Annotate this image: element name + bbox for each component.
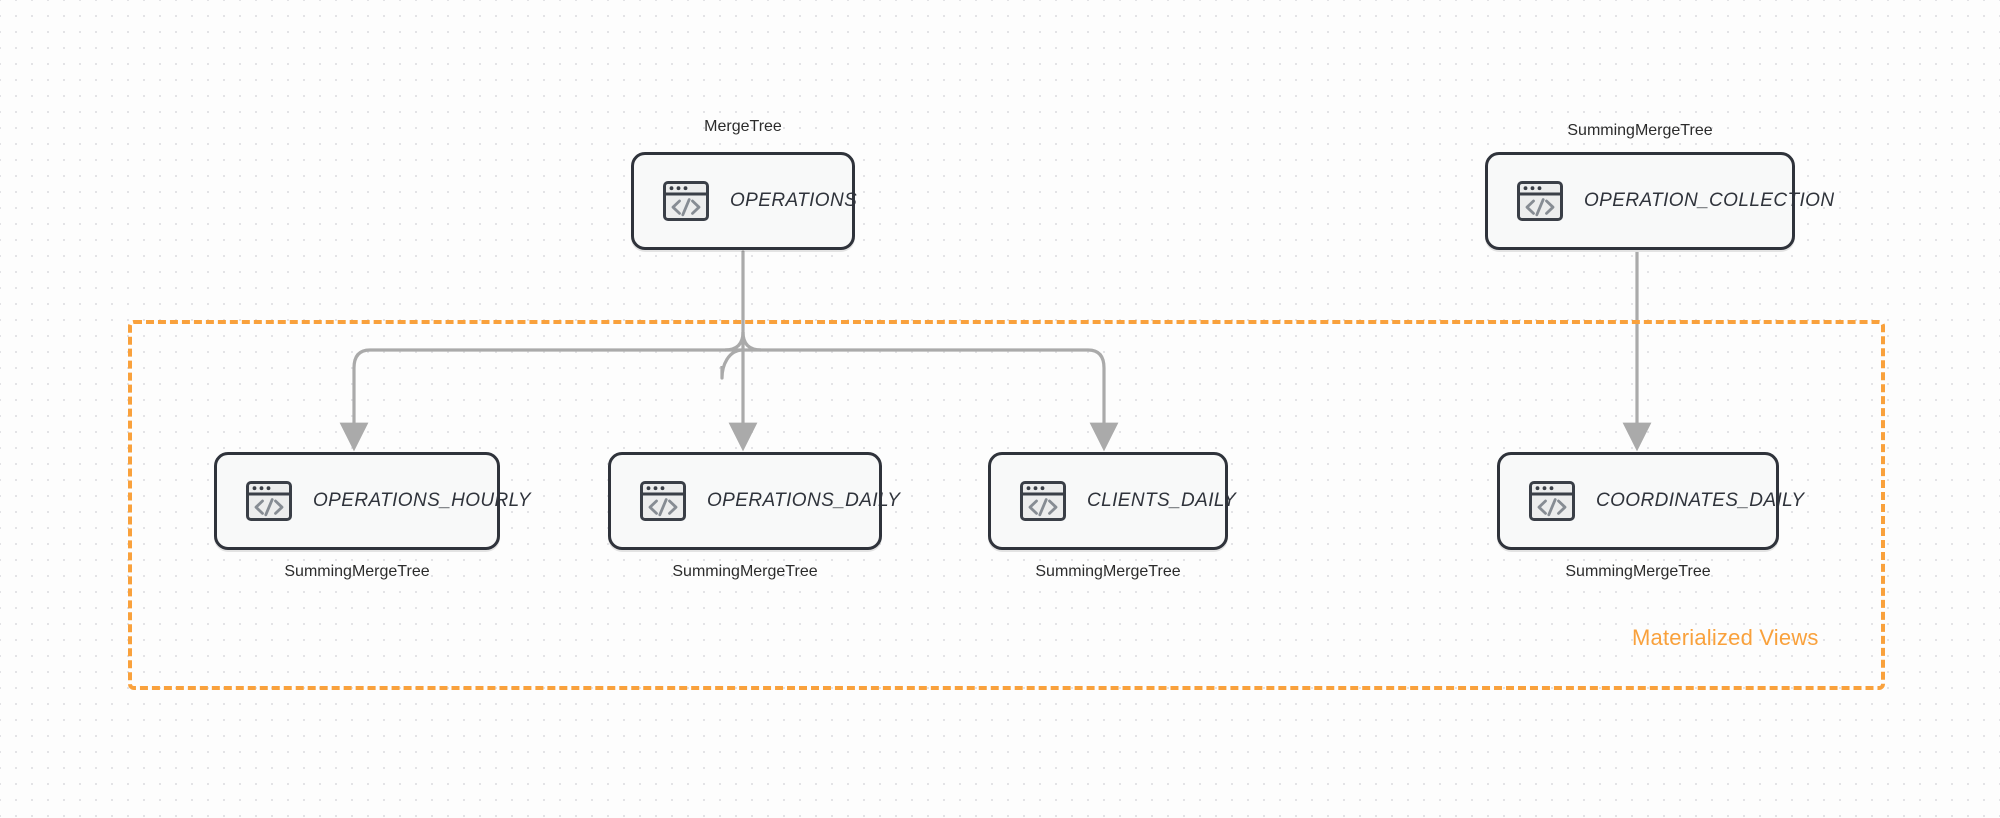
node-caption-operations-daily: SummingMergeTree — [672, 563, 818, 580]
code-window-icon — [1517, 181, 1563, 221]
node-label: OPERATIONS_DAILY — [707, 490, 901, 511]
code-window-icon — [1529, 481, 1575, 521]
node-operation-collection[interactable]: OPERATION_COLLECTION — [1485, 152, 1834, 250]
node-coordinates-daily[interactable]: COORDINATES_DAILY — [1497, 452, 1804, 550]
node-label: COORDINATES_DAILY — [1596, 490, 1805, 511]
materialized-views-group-label: Materialized Views — [1632, 625, 1819, 650]
node-caption-clients-daily: SummingMergeTree — [1035, 563, 1181, 580]
node-label: OPERATION_COLLECTION — [1584, 190, 1835, 211]
node-operations-hourly[interactable]: OPERATIONS_HOURLY — [214, 452, 531, 550]
node-label: CLIENTS_DAILY — [1087, 490, 1237, 511]
node-label: OPERATIONS — [730, 190, 858, 211]
node-operations-daily[interactable]: OPERATIONS_DAILY — [608, 452, 900, 550]
node-operations[interactable]: OPERATIONS — [631, 152, 858, 250]
node-clients-daily[interactable]: CLIENTS_DAILY — [988, 452, 1236, 550]
node-caption-coordinates-daily: SummingMergeTree — [1565, 563, 1711, 580]
code-window-icon — [663, 181, 709, 221]
node-caption-operation-collection: SummingMergeTree — [1567, 122, 1713, 139]
node-caption-operations: MergeTree — [704, 118, 782, 135]
code-window-icon — [246, 481, 292, 521]
code-window-icon — [1020, 481, 1066, 521]
materialized-views-group — [128, 320, 1885, 690]
node-label: OPERATIONS_HOURLY — [313, 490, 531, 511]
node-caption-operations-hourly: SummingMergeTree — [284, 563, 430, 580]
code-window-icon — [640, 481, 686, 521]
